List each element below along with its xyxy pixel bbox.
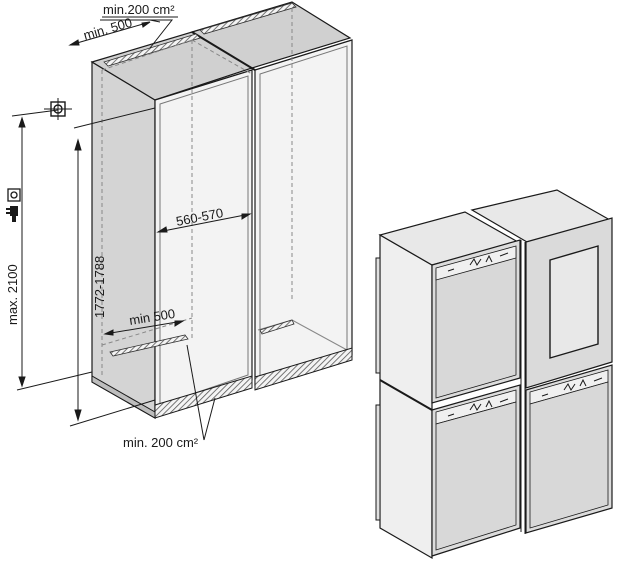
- niche-cabinets: [90, 1, 353, 420]
- dimension-lines: [11, 19, 252, 441]
- bottom-depth-label: min 500: [128, 306, 176, 328]
- ceiling-socket-icon: [44, 98, 72, 120]
- niche-height-label: 1772-1788: [92, 256, 107, 318]
- bottom-left-door[interactable]: [431, 384, 521, 557]
- left-niche-opening: [154, 69, 253, 413]
- top-vent-area-label: min.200 cm²: [103, 2, 175, 17]
- right-niche-opening: [254, 39, 353, 386]
- plinth-vent-right: [254, 347, 353, 391]
- power-plug-icon: [6, 206, 18, 222]
- bottom-right-door[interactable]: [525, 364, 613, 534]
- bottom-vent-area-label: min. 200 cm²: [123, 435, 199, 450]
- bottom-rear-vent: [109, 334, 189, 357]
- top-right-glass-door[interactable]: [525, 217, 613, 389]
- top-left-door[interactable]: [431, 239, 521, 404]
- left-column-side: [379, 233, 433, 560]
- appliance-stack: [375, 189, 613, 560]
- top-vent: [103, 33, 201, 67]
- socket-max-height-label: max. 2100: [5, 264, 20, 325]
- top-depth-label: min. 500: [82, 15, 134, 43]
- wall-socket-icon: [7, 188, 21, 202]
- glass-window: [549, 245, 599, 359]
